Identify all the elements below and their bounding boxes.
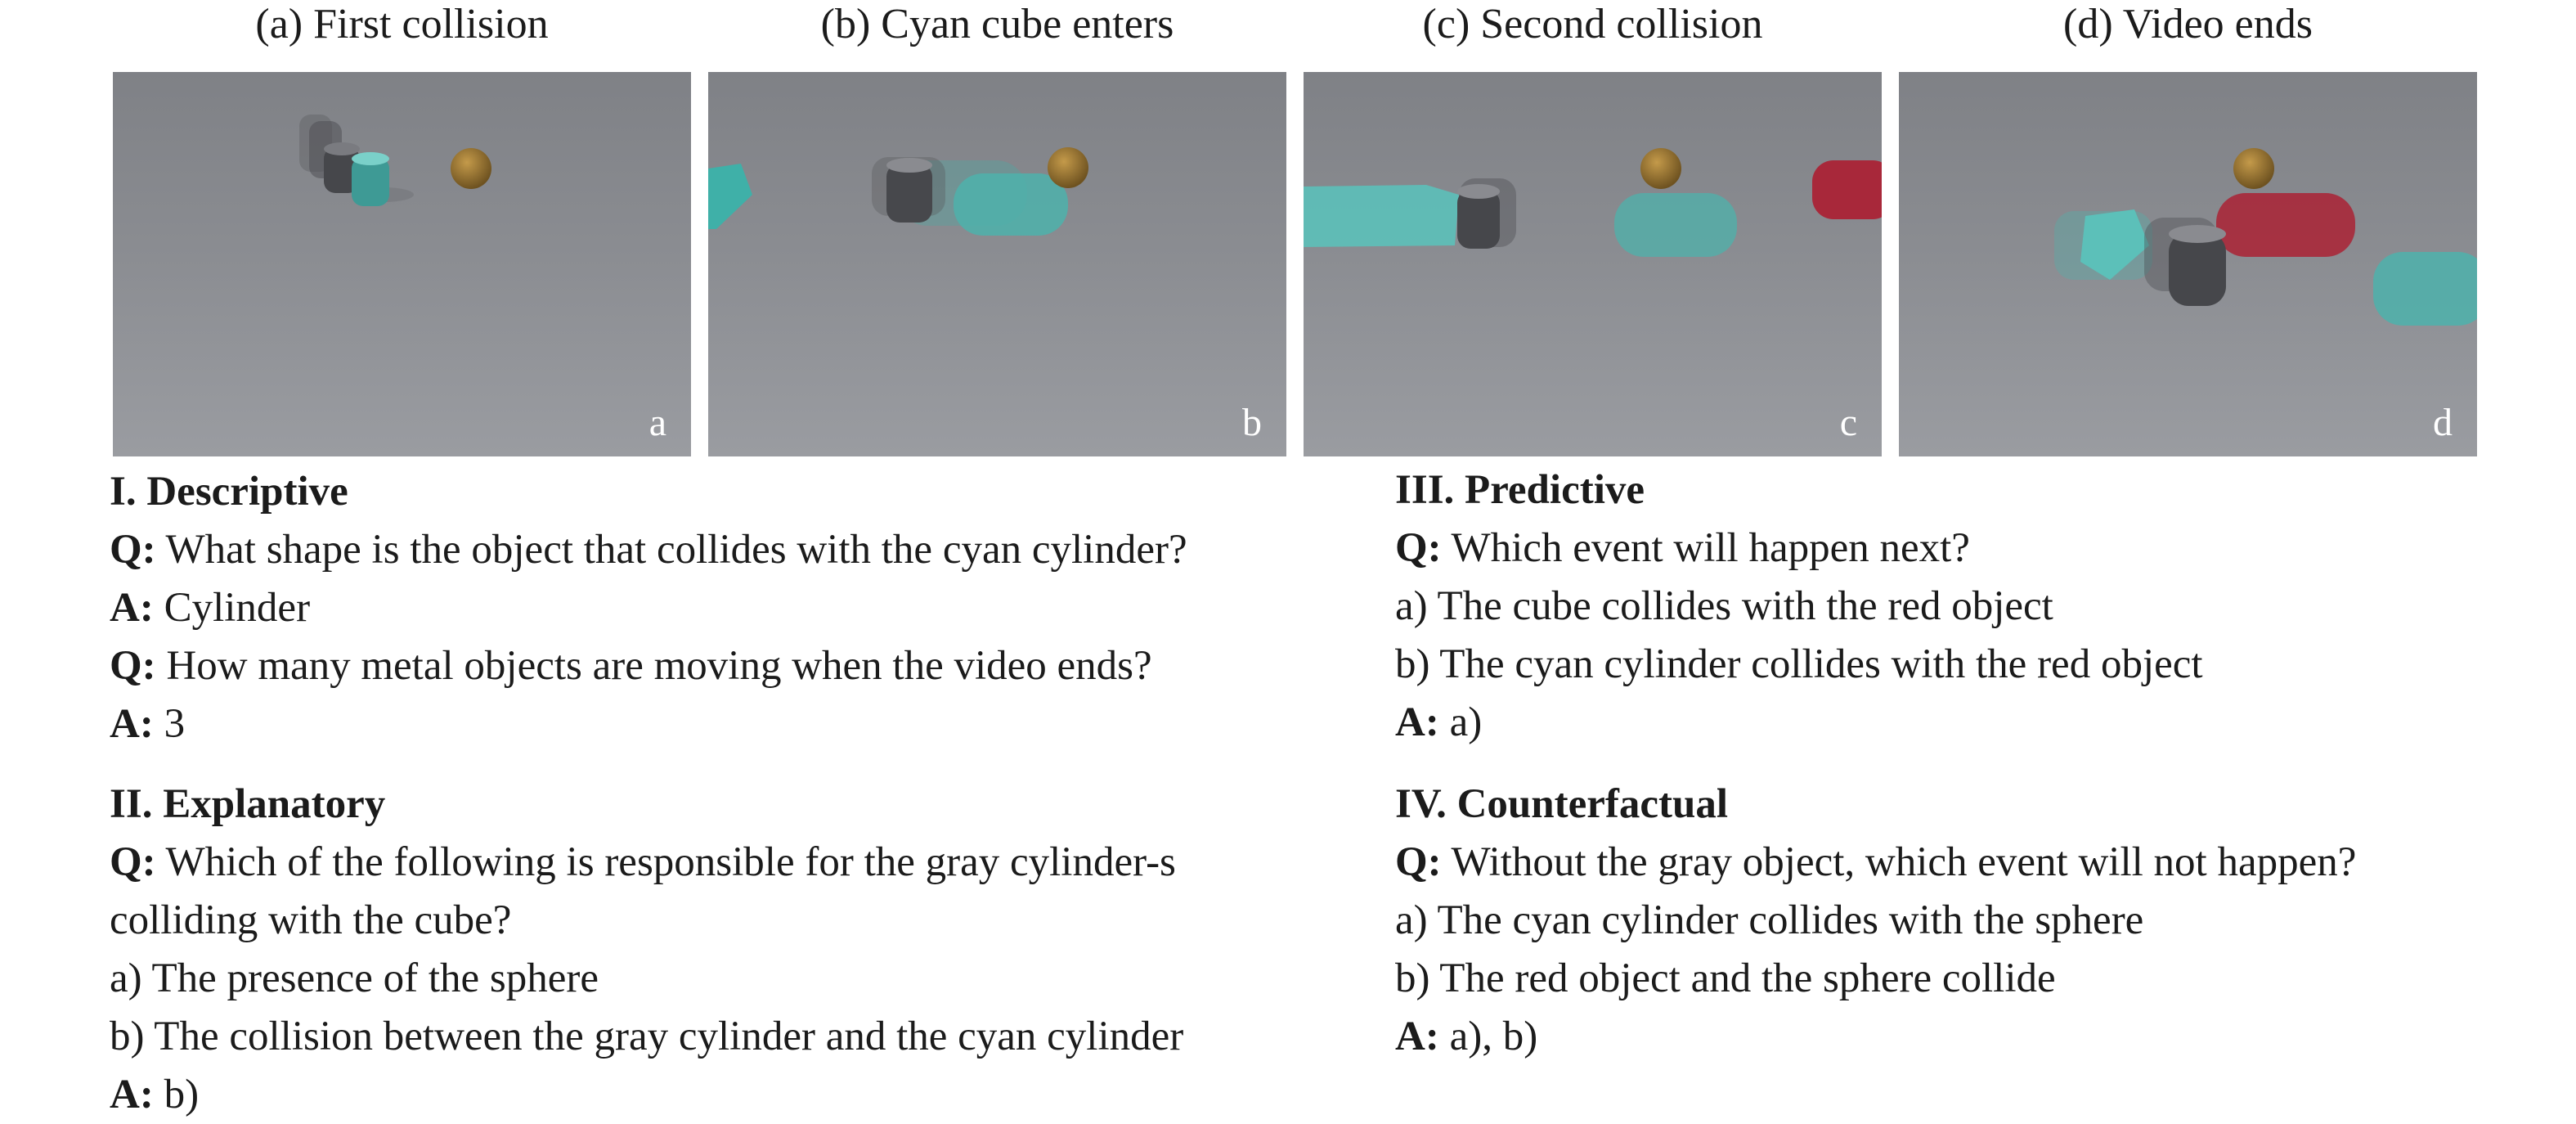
sphere — [451, 148, 491, 189]
question-text: Which of the following is responsible fo… — [165, 839, 1176, 885]
answer-text: b) — [164, 1072, 200, 1117]
question-text: Which event will happen next? — [1451, 525, 1970, 571]
explanatory-section: II. Explanatory Q: Which of the followin… — [110, 776, 1183, 1124]
answer-text: a), b) — [1449, 1014, 1538, 1059]
answer: A: a), b) — [1395, 1008, 2356, 1066]
a-tag: A: — [110, 1072, 154, 1117]
cyan-cylinder — [352, 157, 389, 206]
cyan-cylinder — [2373, 252, 2477, 326]
question: Q: How many metal objects are moving whe… — [110, 637, 1187, 695]
scene-c — [1304, 148, 1882, 257]
scene-a — [299, 115, 491, 206]
sphere — [2233, 148, 2274, 189]
option-a: a) The cyan cylinder collides with the s… — [1395, 897, 2144, 943]
question: Q: Without the gray object, which event … — [1395, 834, 2356, 892]
red-object — [1812, 160, 1882, 219]
a-tag: A: — [1395, 1014, 1439, 1059]
cyan-cylinder — [954, 173, 1068, 236]
counterfactual-section: IV. Counterfactual Q: Without the gray o… — [1395, 776, 2356, 1066]
answer: A: Cylinder — [110, 579, 1187, 637]
question-continued: colliding with the cube? — [110, 897, 512, 943]
a-tag: A: — [1395, 699, 1439, 745]
descriptive-section: I. Descriptive Q: What shape is the obje… — [110, 463, 1187, 753]
video-frame-a: a — [113, 72, 691, 456]
question-text: Without the gray object, which event wil… — [1451, 839, 2357, 885]
option-a: a) The presence of the sphere — [110, 955, 599, 1001]
question: Q: Which of the following is responsible… — [110, 834, 1183, 892]
panel-letter: a — [648, 401, 666, 444]
video-frame-c: c — [1304, 72, 1882, 456]
answer-text: 3 — [164, 701, 186, 747]
video-frame-d: d — [1899, 72, 2477, 456]
q-tag: Q: — [110, 527, 156, 573]
cyan-cube — [1304, 185, 1459, 247]
option-b: b) The cyan cylinder collides with the r… — [1395, 641, 2203, 687]
gray-cylinder — [1457, 190, 1500, 249]
caption-b: (b) Cyan cube enters — [820, 1, 1174, 47]
q-tag: Q: — [110, 839, 156, 885]
question-text: How many metal objects are moving when t… — [166, 643, 1152, 689]
option-b: b) The collision between the gray cylind… — [110, 1014, 1184, 1059]
predictive-section: III. Predictive Q: Which event will happ… — [1395, 461, 2203, 752]
question-text: What shape is the object that collides w… — [165, 527, 1187, 573]
option-b: b) The red object and the sphere collide — [1395, 955, 2056, 1001]
a-tag: A: — [110, 701, 154, 747]
gray-cylinder — [324, 147, 360, 193]
video-frame-b: b — [708, 72, 1286, 456]
option-a: a) The cube collides with the red object — [1395, 583, 2053, 629]
q-tag: Q: — [110, 643, 156, 689]
panel-letter: b — [1242, 401, 1262, 444]
question: Q: What shape is the object that collide… — [110, 521, 1187, 579]
answer: A: a) — [1395, 694, 2203, 752]
scene-d — [2054, 148, 2477, 326]
section-heading: I. Descriptive — [110, 469, 348, 515]
cyan-cylinder — [1614, 193, 1737, 257]
cyan-cube — [708, 164, 752, 229]
section-heading: II. Explanatory — [110, 781, 386, 827]
panel-letter: c — [1839, 401, 1857, 444]
q-tag: Q: — [1395, 525, 1442, 571]
a-tag: A: — [110, 585, 154, 631]
section-heading: III. Predictive — [1395, 467, 1645, 513]
answer-text: a) — [1449, 699, 1483, 745]
question: Q: Which event will happen next? — [1395, 519, 2203, 578]
section-heading: IV. Counterfactual — [1395, 781, 1729, 827]
gray-cylinder — [2169, 232, 2226, 306]
answer: A: 3 — [110, 695, 1187, 753]
scene-b — [708, 147, 1088, 236]
panel-letter: d — [2433, 401, 2453, 444]
caption-a: (a) First collision — [255, 1, 549, 47]
caption-d: (d) Video ends — [2063, 1, 2313, 47]
sphere — [1048, 147, 1088, 188]
cyan-cube — [2080, 209, 2149, 280]
red-object — [2216, 193, 2355, 257]
q-tag: Q: — [1395, 839, 1442, 885]
answer: A: b) — [110, 1066, 1183, 1124]
sphere — [1640, 148, 1681, 189]
caption-c: (c) Second collision — [1422, 1, 1763, 47]
gray-cylinder — [886, 164, 932, 223]
answer-text: Cylinder — [164, 585, 311, 631]
